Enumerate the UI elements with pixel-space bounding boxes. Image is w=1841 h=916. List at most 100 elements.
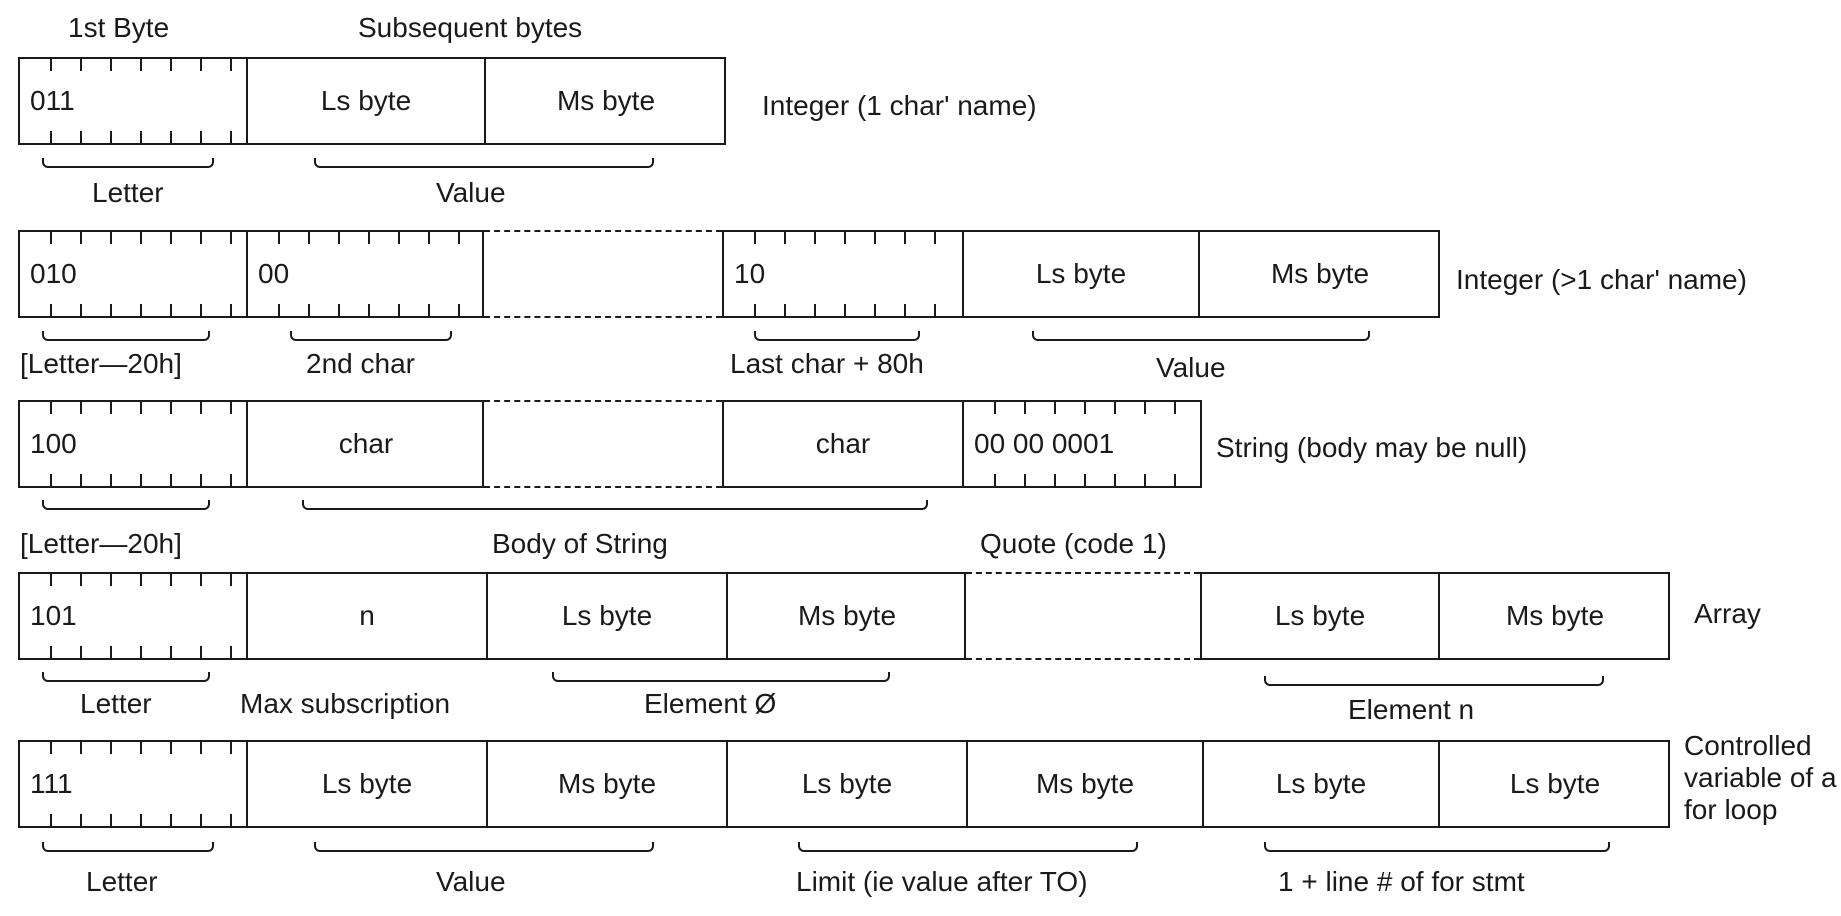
brace [290, 331, 452, 341]
ls-byte-cell: Ls byte [726, 742, 966, 826]
label-second-char: 2nd char [306, 348, 415, 379]
label-line-number: 1 + line # of for stmt [1278, 866, 1525, 897]
ls-byte-cell: Ls byte [246, 742, 486, 826]
dashed-gap-top [484, 230, 722, 232]
brace [42, 842, 214, 852]
cell-text: 00 00 0001 [974, 428, 1115, 459]
brace [552, 672, 890, 682]
cell-text: Ls byte [1509, 768, 1601, 799]
row-integer-multichar-right: 10 Ls byte Ms byte [722, 230, 1440, 318]
dashed-gap-top [484, 400, 722, 402]
cell-text: Ms byte [1035, 768, 1135, 799]
label-body-of-string: Body of String [492, 528, 668, 559]
ms-byte-cell: Ms byte [966, 742, 1202, 826]
brace [314, 842, 654, 852]
dashed-gap-top [966, 572, 1200, 574]
type-byte-cell: 101 [20, 574, 246, 658]
type-code: 100 [30, 428, 77, 459]
label-last-char: Last char + 80h [730, 348, 924, 379]
row-type-label: Integer (>1 char' name) [1456, 264, 1747, 295]
cell-text: Ms byte [797, 600, 897, 631]
max-subscript-cell: n [246, 574, 486, 658]
row-integer-1char: 011 Ls byte Ms byte [18, 57, 726, 145]
ms-byte-cell: Ms byte [726, 574, 966, 658]
row-string-right: char 00 00 0001 [722, 400, 1202, 488]
row-type-label: Integer (1 char' name) [762, 90, 1037, 121]
brace [302, 500, 928, 510]
second-char-cell: 00 [246, 232, 484, 316]
label-max-subscription: Max subscription [240, 688, 451, 719]
ls-byte-cell: Ls byte [1202, 574, 1438, 658]
cell-text: n [359, 600, 375, 631]
row-type-label: Controlled variable of a for loop [1684, 730, 1837, 825]
ms-byte-cell: Ms byte [1198, 232, 1440, 316]
brace [1264, 842, 1610, 852]
label-letter: Letter [80, 688, 152, 719]
cell-text: Ls byte [561, 600, 653, 631]
type-code: 111 [30, 768, 73, 799]
dashed-gap-bottom [484, 316, 722, 318]
brace [42, 672, 210, 682]
type-byte-cell: 011 [20, 59, 246, 143]
type-byte-cell: 111 [20, 742, 246, 826]
header-subsequent-bytes: Subsequent bytes [358, 12, 583, 43]
label-element-zero: Element Ø [644, 688, 777, 719]
cell-text: Ls byte [1275, 768, 1367, 799]
brace [314, 158, 654, 168]
label-element-n: Element n [1348, 694, 1475, 725]
cell-text: Ms byte [1505, 600, 1605, 631]
label-letter: Letter [92, 177, 164, 208]
row-array-left: 101 n Ls byte Ms byte [18, 572, 966, 660]
cell-text: Ms byte [1270, 258, 1370, 289]
header-first-byte: 1st Byte [68, 12, 170, 43]
dashed-gap-bottom [484, 486, 722, 488]
cell-text: Ms byte [557, 768, 657, 799]
label-value: Value [436, 177, 506, 208]
type-code: 011 [30, 85, 75, 116]
label-quote: Quote (code 1) [980, 528, 1167, 559]
brace [42, 331, 210, 341]
type-code: 010 [30, 258, 77, 289]
ls-byte-cell: Ls byte [486, 574, 726, 658]
cell-text: Ls byte [1035, 258, 1127, 289]
row-type-label: String (body may be null) [1216, 432, 1528, 463]
row-integer-multichar-left: 010 00 [18, 230, 484, 318]
ms-byte-cell: Ms byte [484, 59, 726, 143]
row-for-loop-variable: 111 Ls byte Ms byte Ls byte Ms byte Ls b… [18, 740, 1670, 828]
cell-text: Ls byte [320, 85, 412, 116]
brace [1032, 331, 1370, 341]
type-code: 101 [30, 600, 77, 631]
quote-byte-cell: 00 00 0001 [962, 402, 1202, 486]
ls-byte-cell: Ls byte [962, 232, 1198, 316]
label-letter-minus-20h: [Letter—20h] [20, 528, 182, 559]
type-byte-cell: 010 [20, 232, 246, 316]
cell-text: Ls byte [1274, 600, 1366, 631]
cell-text: char [815, 428, 871, 459]
ls-byte-cell: Ls byte [246, 59, 484, 143]
brace [42, 158, 214, 168]
ms-byte-cell: Ms byte [486, 742, 726, 826]
last-char-cell: 10 [724, 232, 962, 316]
label-limit: Limit (ie value after TO) [796, 866, 1088, 897]
brace [1264, 676, 1604, 686]
brace [798, 842, 1138, 852]
cell-text: char [338, 428, 394, 459]
cell-text: 10 [734, 258, 766, 289]
label-letter: Letter [86, 866, 158, 897]
brace [42, 500, 210, 510]
cell-text: 00 [258, 258, 290, 289]
type-byte-cell: 100 [20, 402, 246, 486]
label-letter-minus-20h: [Letter—20h] [20, 348, 182, 379]
label-value: Value [436, 866, 506, 897]
ls-byte-cell: Ls byte [1438, 742, 1670, 826]
label-value: Value [1156, 352, 1226, 383]
row-string-left: 100 char [18, 400, 484, 488]
cell-text: Ls byte [801, 768, 893, 799]
cell-text: Ms byte [556, 85, 656, 116]
ls-byte-cell: Ls byte [1202, 742, 1438, 826]
cell-text: Ls byte [321, 768, 413, 799]
brace [754, 331, 920, 341]
char-cell: char [246, 402, 484, 486]
ms-byte-cell: Ms byte [1438, 574, 1670, 658]
